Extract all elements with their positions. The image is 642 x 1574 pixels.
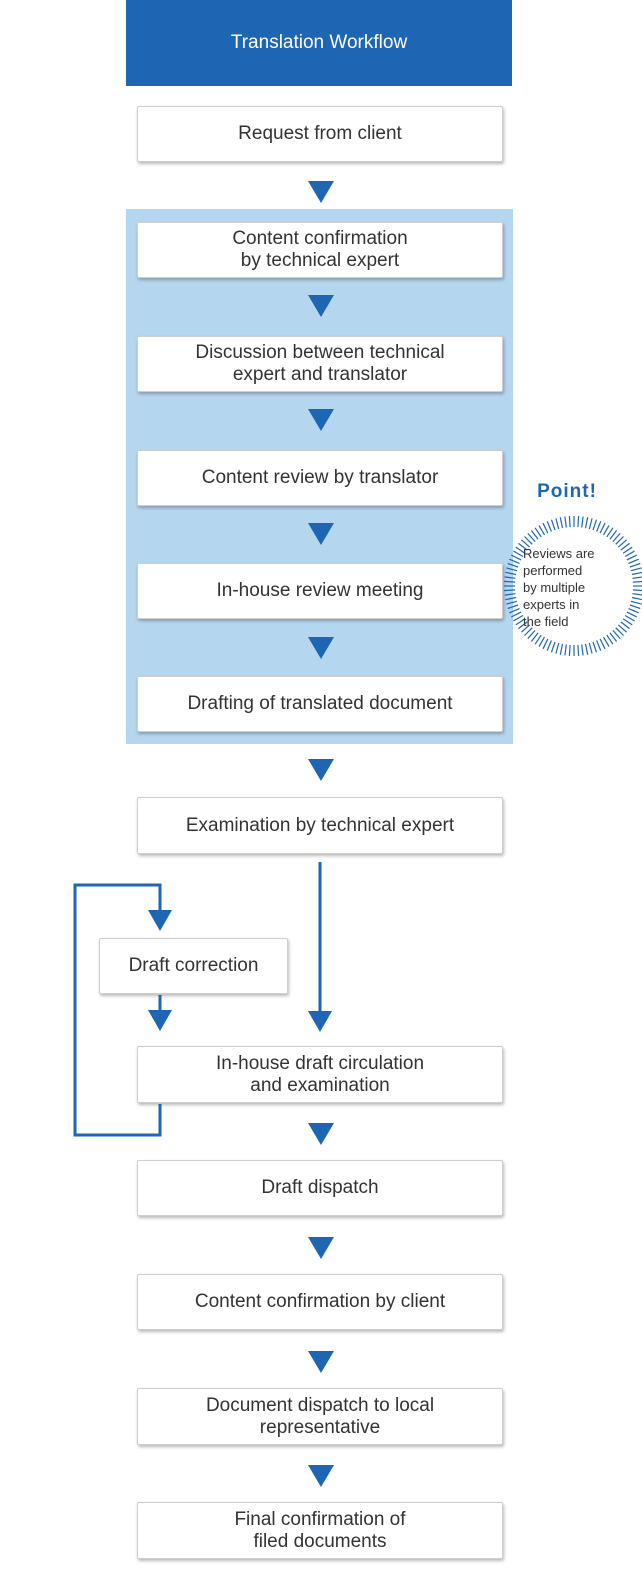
arrow-down-icon [308, 295, 334, 317]
arrow-down-icon [308, 1011, 332, 1032]
workflow-title: Translation Workflow [126, 0, 512, 86]
arrow-down-icon [308, 759, 334, 781]
step-drafting-translated-document: Drafting of translated document [137, 676, 503, 732]
step-examination-technical-expert: Examination by technical expert [137, 797, 503, 854]
arrow-down-icon [308, 1351, 334, 1373]
arrow-down-icon [308, 1237, 334, 1259]
step-in-house-review-meeting: In-house review meeting [137, 563, 503, 619]
step-final-confirmation: Final confirmation of filed documents [137, 1502, 503, 1559]
arrow-down-icon [308, 1123, 334, 1145]
arrow-down-icon [148, 910, 172, 931]
arrow-down-icon [308, 1465, 334, 1487]
arrow-down-icon [308, 637, 334, 659]
step-in-house-draft-circulation: In-house draft circulation and examinati… [137, 1046, 503, 1103]
step-content-review-translator: Content review by translator [137, 450, 503, 506]
step-request-from-client: Request from client [137, 106, 503, 162]
point-title: Point! [537, 481, 597, 502]
step-content-confirmation-client: Content confirmation by client [137, 1274, 503, 1330]
step-draft-correction: Draft correction [99, 938, 288, 994]
step-content-confirmation-expert: Content confirmation by technical expert [137, 222, 503, 278]
point-text: Reviews are performed by multiple expert… [523, 546, 595, 629]
correction-loop-line [73, 883, 162, 1137]
step-discussion-expert-translator: Discussion between technical expert and … [137, 336, 503, 392]
arrow-down-icon [308, 409, 334, 431]
arrow-down-icon [308, 181, 334, 203]
point-burst-ring [504, 516, 642, 656]
arrow-down-icon [308, 523, 334, 545]
arrow-down-icon [148, 1010, 172, 1031]
step-document-dispatch-local-rep: Document dispatch to local representativ… [137, 1388, 503, 1445]
step-draft-dispatch: Draft dispatch [137, 1160, 503, 1216]
